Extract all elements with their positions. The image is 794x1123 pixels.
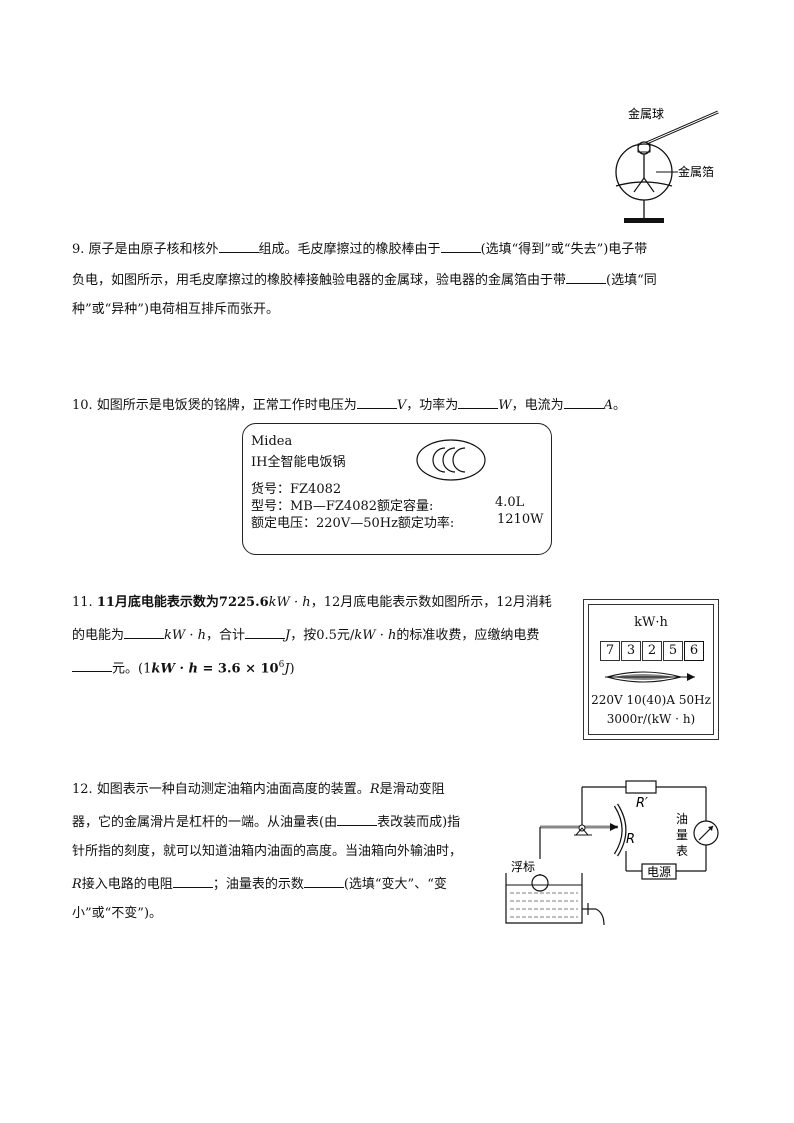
q11-blank-energy[interactable] (124, 624, 165, 639)
q11-text: 11月底电能表示数为 (96, 595, 219, 610)
nameplate-brand: Midea (251, 434, 293, 449)
electroscope-figure: 金属球 金属箔 (615, 106, 719, 223)
q12-text: 12. 如图表示一种自动测定油箱内油面高度的装置。 (72, 782, 370, 797)
q12-line-1: 12. 如图表示一种自动测定油箱内油面高度的装置。R是滑动变阻 (72, 780, 445, 800)
unit-kwh: kW · h (164, 628, 207, 643)
q11-text: ) (289, 661, 295, 677)
metal-foil-label: 金属箔 (678, 164, 714, 179)
meter-rev: 3000r/(kW · h) (606, 712, 696, 726)
q11-text: ，合计 (206, 628, 246, 643)
q11-line-3: 元。(1kW · h = 3.6 × 106J) (72, 655, 295, 679)
q12-blank-meter-type[interactable] (337, 811, 378, 826)
nameplate-item-no: 货号：FZ4082 (251, 482, 342, 497)
meter-disc-icon (604, 671, 695, 683)
oil-meter-label-2: 量 (676, 828, 688, 842)
power-source-label: 电源 (647, 865, 671, 879)
energy-meter: kW·h 7 3 2 5 6 220V 10(40)A 50Hz 3000r/(… (583, 599, 719, 740)
q11-line-1: 11. 11月底电能表示数为7225.6kW · h，12月底电能表示数如图所示… (72, 593, 552, 613)
q9-line-2: 负电，如图所示，用毛皮摩擦过的橡胶棒接触验电器的金属球，验电器的金属箔由于带 (选… (72, 269, 657, 291)
q11-text: ，按0.5元/ (290, 628, 355, 643)
ccc-logo-icon (416, 439, 486, 481)
q9-line-1: 9. 原子是由原子核和核外 组成。毛皮摩擦过的橡胶棒由于 (选填“得到”或“失去”)… (72, 238, 647, 260)
q11-exponent: 6 (278, 660, 285, 670)
nameplate-capacity: 4.0L (495, 495, 525, 510)
unit-kwh: kW · h (268, 595, 311, 610)
unit-volt: V (396, 398, 407, 413)
q11-value: 7225.6 (218, 595, 269, 610)
oil-gauge-circuit: 电源 油 量 表 R′ R 浮标 (505, 780, 719, 926)
q9-blank-2[interactable] (440, 238, 481, 253)
q11-text: 的电能为 (72, 628, 125, 643)
q10-text: ，电流为 (511, 398, 564, 413)
q10-text: 10. 如图所示是电饭煲的铭牌，正常工作时电压为 (72, 398, 357, 413)
q10-blank-power[interactable] (458, 394, 499, 409)
q12-text: 是滑动变阻 (379, 782, 445, 797)
unit-kwh: kW · h (151, 661, 198, 677)
q10-line: 10. 如图所示是电饭煲的铭牌，正常工作时电压为 V，功率为 W，电流为 A。 (72, 394, 626, 416)
meter-digit: 7 (600, 641, 620, 661)
r-label: R (626, 832, 635, 847)
q12-line-3: 针所指的刻度，就可以知道油箱内油面的高度。当油箱向外输油时， (72, 844, 463, 859)
q11-blank-joules[interactable] (245, 624, 286, 639)
q9-text: 负电，如图所示，用毛皮摩擦过的橡胶棒接触验电器的金属球，验电器的金属箔由于带 (72, 273, 567, 288)
q12-line-5: 小”或“不变”)。 (72, 906, 163, 921)
nameplate-voltage: 额定电压：220V—50Hz额定功率: (251, 516, 455, 531)
nameplate-product: IH全智能电饭锅 (251, 455, 346, 470)
symbol-r: R (369, 782, 380, 797)
unit-ampere: A (603, 398, 613, 413)
meter-digit: 5 (663, 641, 683, 661)
q9-text: 组成。毛皮摩擦过的橡胶棒由于 (258, 242, 441, 257)
q11-formula: = 3.6 × 10 (197, 661, 279, 677)
q12-text: 接入电路的电阻 (81, 877, 173, 892)
rice-cooker-nameplate: Midea IH全智能电饭锅 货号：FZ4082 型号：MB—FZ4082额定容… (242, 423, 552, 555)
q12-blank-resistance[interactable] (172, 873, 213, 888)
q9-text: (选填“同 (606, 273, 657, 288)
r-prime-label: R′ (636, 796, 648, 811)
symbol-r: R (72, 877, 82, 892)
q10-text: ，功率为 (406, 398, 459, 413)
oil-meter-label-3: 表 (676, 844, 688, 858)
oil-meter-label-1: 油 (676, 812, 688, 826)
q9-blank-3[interactable] (566, 269, 607, 284)
q11-blank-fee[interactable] (72, 657, 112, 673)
meter-spec: 220V 10(40)A 50Hz (591, 693, 711, 707)
nameplate-power: 1210W (497, 512, 544, 527)
unit-joule: J (284, 661, 290, 677)
q12-text: (选填“变大”、“变 (343, 877, 447, 892)
q12-text: 器，它的金属滑片是杠杆的一端。从油量表(由 (72, 815, 338, 830)
q10-text: 。 (613, 398, 627, 413)
meter-digit-decimal: 6 (684, 641, 704, 661)
q12-blank-reading[interactable] (303, 873, 344, 888)
metal-ball-label: 金属球 (628, 106, 664, 121)
meter-digit: 2 (642, 641, 662, 661)
q10-blank-current[interactable] (563, 394, 604, 409)
q10-blank-voltage[interactable] (356, 394, 397, 409)
q12-text: ；油量表的示数 (212, 877, 304, 892)
q11-text: ，12月底电能表示数如图所示，12月消耗 (310, 595, 552, 610)
q11-text: 元。(1 (112, 661, 152, 677)
q12-line-4: R接入电路的电阻 ；油量表的示数 (选填“变大”、“变 (72, 873, 447, 895)
q9-text: 9. 原子是由原子核和核外 (72, 242, 219, 257)
q9-line-3: 种”或“异种”)电荷相互排斥而张开。 (72, 302, 280, 317)
q9-blank-1[interactable] (218, 238, 259, 253)
unit-joule: J (285, 628, 291, 643)
q12-line-2: 器，它的金属滑片是杠杆的一端。从油量表(由 表改装而成)指 (72, 811, 460, 833)
nameplate-model: 型号：MB—FZ4082额定容量: (251, 499, 434, 514)
meter-digit: 3 (621, 641, 641, 661)
meter-unit: kW·h (634, 615, 668, 630)
q11-text: 11. (72, 595, 97, 610)
unit-kwh: kW · h (354, 628, 397, 643)
q11-text: 的标准收费，应缴纳电费 (396, 628, 540, 643)
q9-text: (选填“得到”或“失去”)电子带 (480, 242, 648, 257)
q12-text: 表改装而成)指 (377, 815, 461, 830)
energy-meter-panel: kW·h 7 3 2 5 6 220V 10(40)A 50Hz 3000r/(… (588, 604, 714, 735)
unit-watt: W (498, 398, 512, 413)
float-label: 浮标 (511, 860, 535, 874)
